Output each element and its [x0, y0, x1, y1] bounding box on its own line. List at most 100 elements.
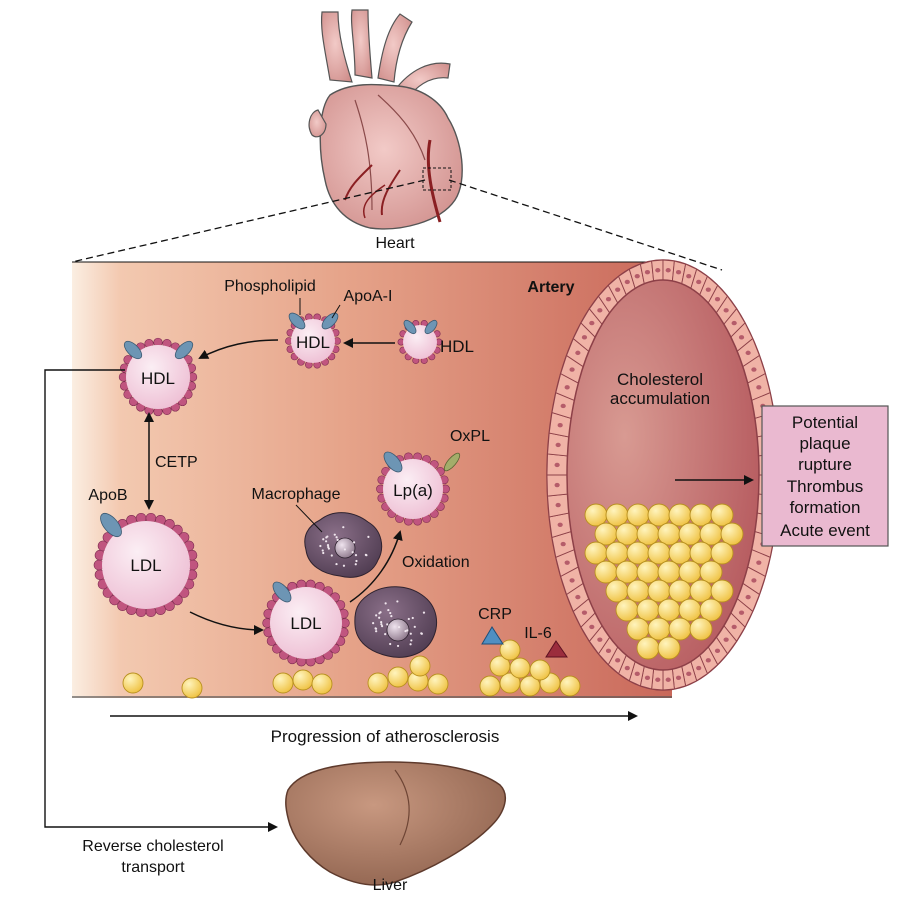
phospholipid-label: Phospholipid: [224, 278, 316, 295]
lipid-speck: [379, 611, 382, 614]
crp-marker: [481, 626, 504, 645]
cholesterol-droplet: [584, 541, 608, 565]
endothelial-nucleus: [665, 677, 671, 682]
lipid-speck: [380, 621, 383, 624]
endothelial-nucleus: [569, 367, 575, 372]
cholesterol-droplet: [710, 503, 734, 527]
endothelial-nucleus: [665, 268, 671, 273]
lipid-speck: [389, 611, 392, 615]
endothelial-nucleus: [624, 279, 630, 285]
lipid-speck: [396, 600, 399, 603]
lipid-speck: [410, 639, 413, 642]
lipid-speck: [375, 630, 378, 633]
lipid-speck: [327, 545, 330, 549]
ldl-intima-label: LDL: [290, 614, 321, 633]
lipid-speck: [352, 541, 356, 544]
endothelial-nucleus: [696, 279, 702, 285]
lipid-speck: [407, 617, 410, 621]
cholesterol-droplet: [626, 617, 650, 641]
endothelial-nucleus: [634, 273, 640, 279]
lipid-droplet: [272, 672, 294, 694]
liver-label: Liver: [373, 877, 408, 894]
endothelial-nucleus: [655, 268, 661, 273]
maturation-arrow-2: [198, 339, 279, 359]
endothelial-nucleus: [751, 367, 757, 372]
cholesterol-droplet: [584, 503, 608, 527]
ldl-particle-left: [93, 512, 199, 618]
oxidation-label: Oxidation: [402, 554, 470, 571]
lipid-speck: [380, 625, 384, 628]
cholesterol-droplet: [636, 598, 660, 622]
macrophage-lower: [354, 586, 438, 658]
outcome-line-4: Thrombus: [787, 477, 864, 496]
endothelial-nucleus: [557, 522, 563, 528]
outcome-line-2: plaque: [799, 434, 850, 453]
endothelial-nucleus: [554, 462, 560, 468]
endothelial-nucleus: [745, 350, 751, 356]
cholesterol-droplet: [647, 541, 671, 565]
endothelial-nucleus: [675, 270, 682, 275]
lipid-speck: [321, 549, 324, 552]
zoom-line-left: [71, 179, 426, 263]
endothelial-nucleus: [738, 610, 745, 615]
apoa1-label: ApoA-I: [344, 288, 393, 305]
lipid-speck: [409, 632, 412, 635]
cholesterol-droplet: [710, 579, 734, 603]
endothelial-nucleus: [555, 502, 561, 508]
cholesterol-droplet: [668, 617, 692, 641]
lipid-speck: [325, 540, 328, 543]
lipid-droplet: [292, 669, 314, 691]
endothelial-nucleus: [569, 578, 575, 583]
cholesterol-droplet: [720, 522, 744, 546]
endothelial-nucleus: [597, 637, 603, 642]
lipid-speck: [386, 623, 389, 626]
cholesterol-droplet: [615, 522, 639, 546]
cholesterol-droplet: [647, 617, 671, 641]
lipid-speck: [367, 535, 370, 538]
endothelial-nucleus: [738, 335, 745, 340]
il6-label: IL-6: [524, 625, 552, 642]
il6-marker: [545, 640, 568, 658]
endothelial-nucleus: [575, 594, 581, 600]
lipid-droplet: [181, 677, 203, 699]
cholesterol-droplet: [678, 598, 702, 622]
lipid-speck: [409, 643, 412, 646]
cholesterol-droplet: [689, 503, 713, 527]
lipid-speck: [389, 642, 392, 646]
cholesterol-droplet: [636, 636, 660, 660]
lipid-speck: [333, 533, 336, 536]
liver-illustration: [285, 761, 507, 886]
lipid-speck: [422, 611, 426, 614]
cholesterol-droplet: [668, 541, 692, 565]
endothelial-nucleus: [560, 403, 566, 409]
cholesterol-droplet: [668, 503, 692, 527]
outcome-box: Potential plaque rupture Thrombus format…: [761, 405, 889, 547]
endothelial-nucleus: [581, 335, 588, 340]
lipid-speck: [404, 630, 407, 633]
hdl-mature-particle: [118, 337, 198, 417]
endothelial-nucleus: [675, 675, 682, 680]
ldl-particle-intima: [262, 579, 350, 667]
lipid-speck: [411, 616, 414, 620]
lipid-droplet: [311, 673, 333, 695]
cholesterol-droplet: [689, 617, 713, 641]
endothelial-nucleus: [686, 671, 692, 677]
cholesterol-droplet: [678, 522, 702, 546]
cholesterol-droplet: [647, 503, 671, 527]
ldl-migration-arrow: [189, 611, 264, 635]
apoa1-pointer: [331, 304, 341, 319]
cholesterol-droplet: [615, 598, 639, 622]
cholesterol-droplet: [605, 579, 629, 603]
outcome-line-6: Acute event: [780, 521, 870, 540]
cholesterol-droplet: [636, 522, 660, 546]
lipid-speck: [380, 623, 383, 626]
lipid-speck: [387, 608, 390, 612]
lipid-droplet: [387, 666, 409, 688]
endothelial-nucleus: [615, 287, 621, 292]
endothelial-nucleus: [714, 296, 721, 302]
endothelial-nucleus: [564, 385, 570, 390]
ldl-left-label: LDL: [130, 556, 161, 575]
lipid-speck: [319, 544, 322, 548]
cholesterol-droplet: [626, 579, 650, 603]
lipid-speck: [378, 616, 381, 619]
